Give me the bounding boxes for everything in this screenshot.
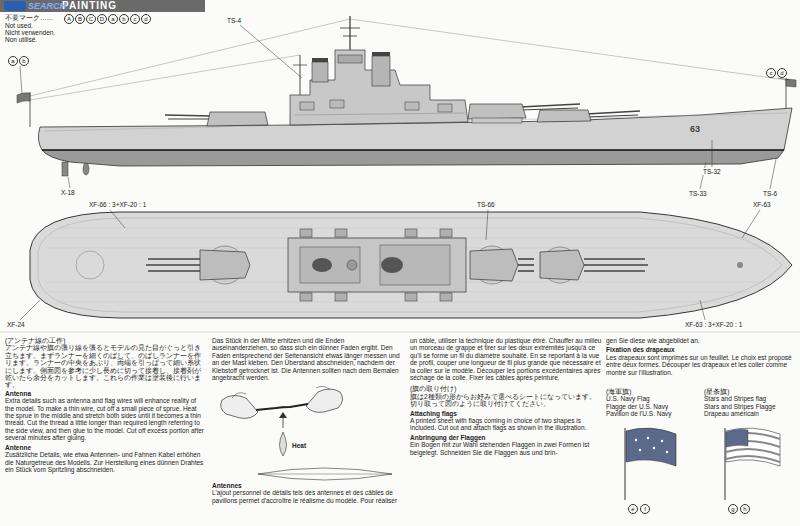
heat-label: Heat [292,442,306,449]
hull-number: 63 [690,124,700,134]
instruction-text: 旗は2種類の形からお好みで選べるシートになっています。切り取って図のように取り付… [410,393,602,408]
instruction-text: L'ajout personnel de détails tels des an… [212,489,400,504]
paint-callout: TS-33 [688,190,708,197]
flag-caption: Pavillon de l'U.S. Navy [606,410,702,417]
paint-callout: TS-4 [226,17,242,24]
mark-letter: b [19,56,29,66]
paint-callout: TS-6 [762,190,778,197]
mark-letter: d [777,68,787,78]
mark-letter: a [108,14,118,24]
text-column: (星条旗)Stars and Stripes flagStars and Str… [704,388,798,418]
mark-letter: h [740,504,750,514]
paint-callout: XF-63 : 3+XF-20 : 1 [684,321,743,328]
text-column: AntennesL'ajout personnel de détails tel… [212,482,400,504]
section-heading: Antenna [5,390,205,397]
instruction-text: アンテナ線や旗の張り線を張るとモデルの見た目がぐっと引き立ちます。まずランナーを… [5,344,205,388]
mark-letter: e [628,504,638,514]
text-column: (アンテナ線の工作)アンテナ線や旗の張り線を張るとモデルの見た目がぐっと引き立ち… [5,337,205,473]
paint-callout: XF-63 [752,201,772,208]
flag-caption: Drapeau américain [704,410,798,417]
text-column: un câble, utiliser la technique du plast… [410,337,602,456]
sheet-title: PAINTING [62,0,117,12]
instruction-text: Das Stück in der Mitte erhitzen und die … [212,337,400,381]
flag-caption: Stars and Stripes Flagge [704,403,798,410]
instruction-text: Zusätzliche Details, wie etwa Antennen- … [5,451,205,473]
not-used-note: Nicht verwenden. [5,29,55,36]
mark-letter: a [8,56,18,66]
instruction-text: Les drapeaux sont imprimés sur un feuill… [606,354,796,376]
instruction-text: A printed sheet with flags coming in cho… [410,417,602,432]
section-heading: (旗の取り付け) [410,385,602,392]
section-heading: (アンテナ線の工作) [5,337,205,344]
section-heading: Attaching flags [410,410,602,417]
mark-letter: d [141,14,151,24]
paint-callout: XF-66 : 3+XF-20 : 1 [88,201,147,208]
paint-callout: X-18 [60,189,76,196]
flag-caption: U.S. Navy Flag [606,395,702,402]
paint-callout: XF-24 [6,321,26,328]
text-column: (海軍旗)U.S. Navy FlagFlagge der U.S. NavyP… [606,388,702,418]
section-heading: Anbringung der Flaggen [410,434,602,441]
instruction-text: Extra details such as antenna and flag w… [5,397,205,441]
section-heading: Antennes [212,482,400,489]
flag-caption: Stars and Stripes flag [704,395,798,402]
mark-letter: D [97,14,107,24]
paint-callout: TS-66 [476,201,496,208]
mark-letter: g [728,504,738,514]
flag-caption: Flagge der U.S. Navy [606,403,702,410]
mark-letter: c [130,14,140,24]
not-used-note: Non utilisé. [5,36,37,43]
section-heading: Fixation des drapeaux [606,346,796,353]
watermark: SEARCH [28,1,66,11]
mark-letter: c [766,68,776,78]
flag-caption: (海軍旗) [606,388,702,395]
mark-letter: C [86,14,96,24]
not-used-note: 不要マーク…… [5,14,53,21]
not-used-note: Not used. [5,22,33,29]
section-heading: Antenne [5,444,205,451]
mark-letter: f [640,504,650,514]
text-column: gen Sie diese wie abgebildet an. Fixation… [606,337,796,376]
instruction-text: gen Sie diese wie abgebildet an. [606,337,796,344]
mark-letter: A [64,14,74,24]
flag-caption: (星条旗) [704,388,798,395]
mark-letter: b [119,14,129,24]
mark-letter: B [75,14,85,24]
instruction-text: un câble, utiliser la technique du plast… [410,337,602,381]
paint-callout: TS-32 [702,168,722,175]
instruction-text: Ein Bogen mit zur Wahl stehenden Flaggen… [410,441,602,456]
text-column: Das Stück in der Mitte erhitzen und die … [212,337,400,381]
